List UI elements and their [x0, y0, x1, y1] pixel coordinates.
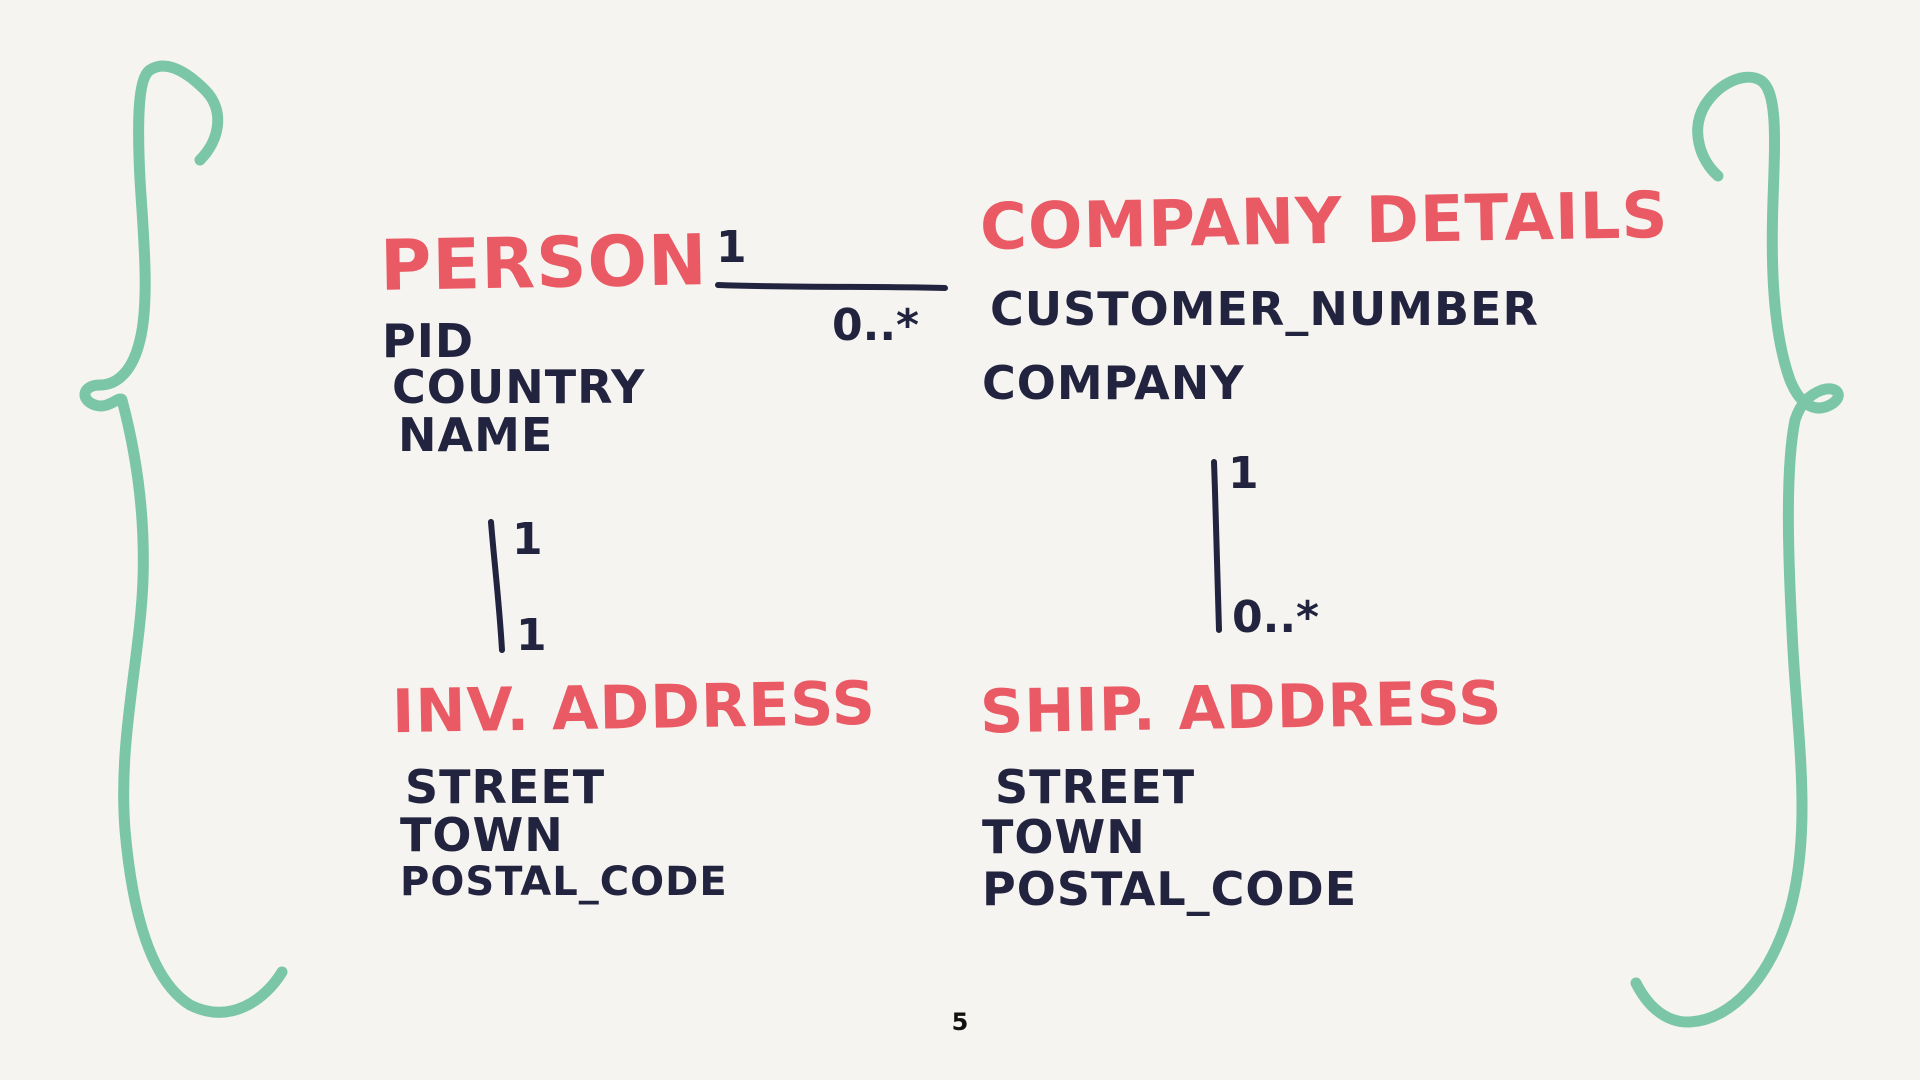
multiplicity-company-shipping-shipping-end: 0..* — [1232, 592, 1320, 643]
shipping-attribute-town: TOWN — [982, 810, 1146, 864]
entity-title-shipping-address: SHIP. ADDRESS — [979, 668, 1503, 748]
right-curly-brace-icon — [1630, 71, 1844, 1028]
entity-title-company-details: COMPANY DETAILS — [979, 178, 1670, 266]
multiplicity-person-invoice-person-end: 1 — [512, 514, 543, 565]
invoice-attribute-town: TOWN — [400, 808, 564, 862]
company-attribute-company: COMPANY — [982, 356, 1245, 410]
entity-title-invoice-address: INV. ADDRESS — [391, 668, 877, 748]
page-number: 5 — [951, 1008, 969, 1036]
left-curly-brace-icon — [79, 60, 288, 1018]
entity-title-person: PERSON — [379, 219, 709, 307]
shipping-attribute-street: STREET — [995, 760, 1196, 814]
shipping-attribute-postal-code: POSTAL_CODE — [982, 862, 1358, 916]
person-attribute-country: COUNTRY — [392, 360, 646, 414]
multiplicity-person-company-person-end: 1 — [716, 222, 747, 273]
invoice-attribute-postal-code: POSTAL_CODE — [400, 859, 728, 905]
person-attribute-name: NAME — [398, 408, 554, 462]
multiplicity-person-company-company-end: 0..* — [832, 300, 920, 351]
multiplicity-company-shipping-company-end: 1 — [1228, 448, 1259, 499]
connector-person-invoice — [488, 519, 505, 653]
connector-person-company — [715, 282, 948, 291]
connector-company-shipping — [1211, 459, 1222, 633]
company-attribute-customer-number: CUSTOMER_NUMBER — [990, 282, 1539, 336]
invoice-attribute-street: STREET — [405, 760, 606, 814]
multiplicity-person-invoice-invoice-end: 1 — [516, 610, 547, 661]
person-attribute-pid: PID — [382, 314, 475, 368]
